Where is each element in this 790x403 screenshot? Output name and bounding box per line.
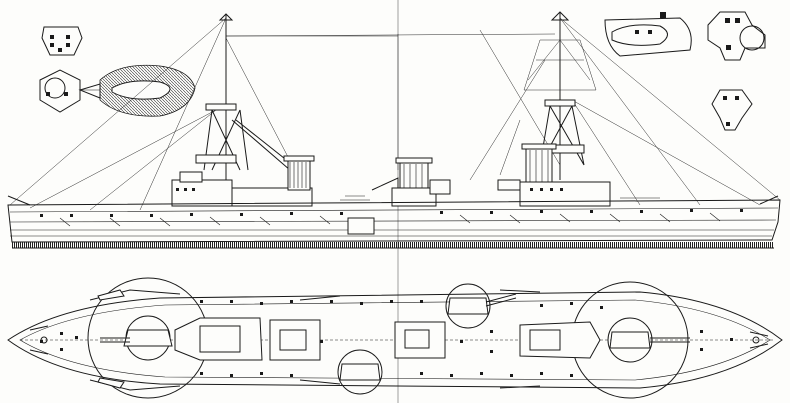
turret-detail-icon bbox=[604, 17, 692, 57]
turret-detail-icon bbox=[707, 11, 766, 61]
fore-funnel bbox=[287, 159, 311, 191]
turret-detail-icon bbox=[41, 26, 83, 56]
turret-x-icon bbox=[607, 317, 653, 363]
turret-detail-icon bbox=[711, 89, 753, 131]
deck-outline bbox=[7, 291, 783, 389]
ship-plan-icon bbox=[7, 277, 783, 399]
turret-detail-top-left bbox=[39, 26, 196, 117]
ship-profile-icon bbox=[7, 11, 781, 249]
waterline-band bbox=[12, 242, 774, 248]
turret-q-icon bbox=[445, 283, 491, 329]
aft-funnel bbox=[525, 147, 553, 185]
turret-detail-top-right bbox=[604, 11, 766, 131]
turret-p-icon bbox=[337, 349, 383, 395]
